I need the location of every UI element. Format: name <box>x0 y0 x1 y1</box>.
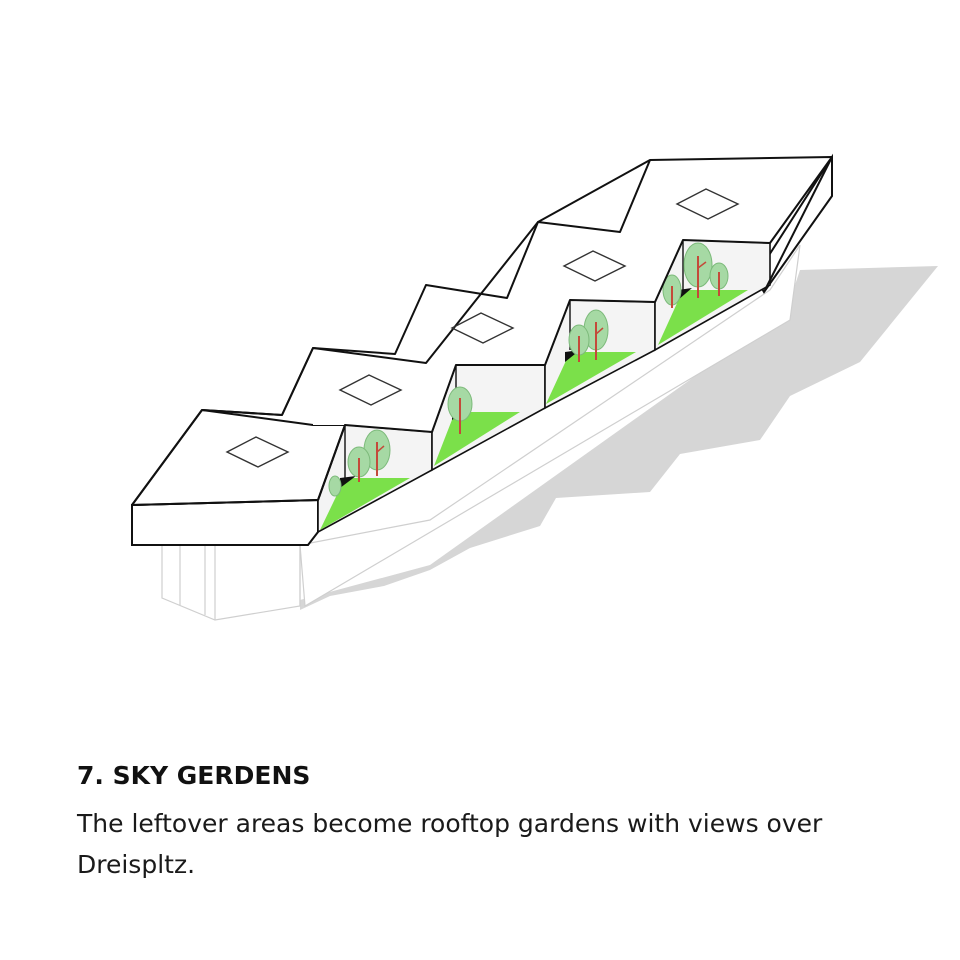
base-volume-end <box>161 544 301 621</box>
garden-lawn-3 <box>546 352 636 404</box>
tree-shadow <box>678 288 692 300</box>
garden-lawn-2 <box>434 412 520 466</box>
diagram-caption: 7. SKY GERDENS The leftover areas become… <box>77 758 917 885</box>
roof-front-edge <box>317 156 833 501</box>
roof-top-surface <box>313 348 456 432</box>
sky-gardens-axonometric-diagram <box>131 153 938 621</box>
roof-top-surface <box>650 157 832 243</box>
tree-icon <box>447 386 473 434</box>
tree-icon <box>328 475 342 497</box>
caption-body: The leftover areas become rooftop garden… <box>77 809 823 879</box>
roof-top-surface <box>538 222 683 302</box>
skylight-icon <box>562 250 627 282</box>
tree-icon <box>662 274 682 308</box>
tree-icon <box>709 262 729 296</box>
skylight-icon <box>675 188 740 220</box>
garden-lawn-4 <box>658 290 748 345</box>
building-shadow <box>300 266 938 610</box>
roof-edge <box>131 499 319 506</box>
skylight-icon <box>225 436 290 468</box>
roof-outline-steps <box>201 159 651 416</box>
skylight-icon <box>338 374 403 406</box>
tree-icon <box>683 242 713 298</box>
garden-lawn-1 <box>320 478 410 530</box>
tree-icon <box>363 429 391 476</box>
roof-slab-end-face <box>131 498 319 546</box>
caption-title: 7. SKY GERDENS <box>77 761 311 790</box>
tree-icon <box>347 446 371 482</box>
tree-icon <box>568 324 590 362</box>
roof-top-surface <box>426 285 570 365</box>
skylight-icon <box>450 312 515 344</box>
base-volume-front <box>299 244 801 608</box>
tree-shadow <box>340 476 356 488</box>
